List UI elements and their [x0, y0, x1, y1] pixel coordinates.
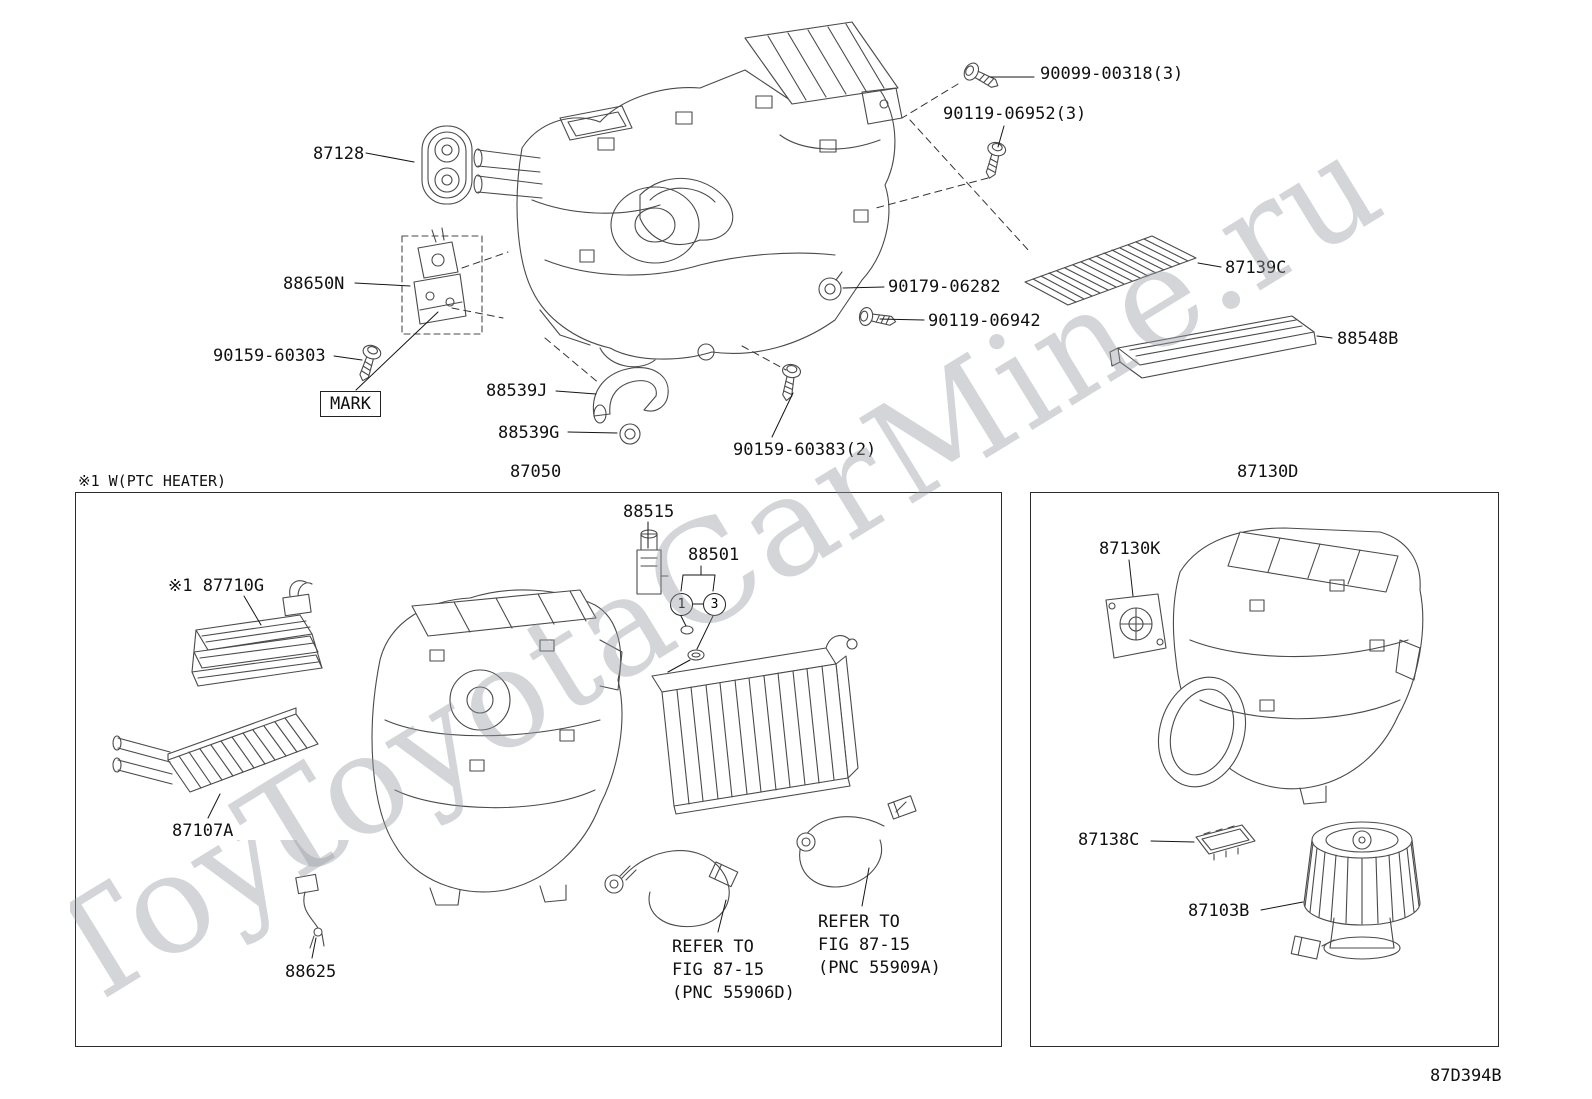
group-box-87050	[75, 492, 1002, 1047]
part-label-87130D: 87130D	[1237, 462, 1299, 482]
right-unit-drawing	[1157, 527, 1424, 805]
screw-90119b-icon	[857, 305, 898, 332]
servo-87130K-drawing	[1105, 593, 1167, 659]
screw-90119a-icon	[980, 140, 1008, 181]
part-label-90159-60383: 90159-60383(2)	[733, 440, 877, 460]
left-unit-drawing	[371, 589, 623, 906]
figure-code: 87D394B	[1430, 1066, 1502, 1086]
circle-marker-3: 3	[703, 593, 726, 616]
blower-motor-87103B-drawing	[1290, 821, 1421, 960]
part-label-87103B: 87103B	[1188, 901, 1250, 921]
part-label-88539J: 88539J	[486, 381, 548, 401]
part-label-88515: 88515	[623, 502, 675, 522]
group-box-87130D	[1030, 492, 1499, 1047]
part-label-87107A: 87107A	[172, 821, 234, 841]
ptc-heater-87710G-drawing	[191, 580, 323, 687]
heater-core-87107A-drawing	[112, 707, 319, 793]
wire-88625-drawing	[295, 873, 325, 949]
part-label-87139C: 87139C	[1225, 258, 1287, 278]
hose-88539J-drawing	[592, 367, 669, 424]
part-label-90179-06282: 90179-06282	[888, 277, 1001, 297]
part-label-87710G: ※1 87710G	[168, 576, 265, 596]
filter-case-88548B-drawing	[1109, 315, 1317, 379]
duct-grommet-87128-drawing	[421, 125, 473, 205]
part-label-90119-06942: 90119-06942	[928, 311, 1041, 331]
servo-88650N-drawing	[401, 227, 483, 335]
part-label-90119-06952: 90119-06952(3)	[943, 104, 1087, 124]
part-label-88501: 88501	[688, 545, 740, 565]
part-label-87128: 87128	[313, 144, 365, 164]
part-label-87050: 87050	[510, 462, 562, 482]
part-label-90159-60303: 90159-60303	[213, 346, 326, 366]
orings-88501-drawing	[680, 625, 705, 661]
leader-lines	[207, 76, 1333, 959]
part-label-88650N: 88650N	[283, 274, 345, 294]
evaporator-drawing	[651, 635, 859, 815]
hvac-main-assembly-drawing	[473, 21, 903, 368]
refer-note-55909A: REFER TO FIG 87-15 (PNC 55909A)	[818, 912, 941, 978]
part-label-88625: 88625	[285, 962, 337, 982]
part-label-90099-00318: 90099-00318(3)	[1040, 64, 1184, 84]
harness-a-drawing	[604, 850, 739, 928]
cabin-filter-87139C-drawing	[1024, 235, 1197, 306]
harness-b-drawing	[796, 795, 917, 888]
part-label-88548B: 88548B	[1337, 329, 1399, 349]
circle-marker-1: 1	[670, 593, 693, 616]
screw-90159b-icon	[776, 362, 803, 403]
refer-note-55906D: REFER TO FIG 87-15 (PNC 55906D)	[672, 937, 795, 1003]
grommet-88539G-drawing	[619, 423, 641, 445]
part-label-88539G: 88539G	[498, 423, 560, 443]
grommet-90179-drawing	[818, 271, 843, 301]
mark-label: MARK	[320, 391, 381, 418]
resistor-87138C-drawing	[1195, 824, 1256, 861]
dashed-lines	[451, 83, 1031, 385]
part-label-87138C: 87138C	[1078, 830, 1140, 850]
ptc-heater-note: ※1 W(PTC HEATER)	[78, 472, 227, 490]
expansion-valve-88515-drawing	[636, 529, 669, 595]
part-label-87130K: 87130K	[1099, 539, 1161, 559]
screw-90159a-icon	[353, 342, 384, 385]
